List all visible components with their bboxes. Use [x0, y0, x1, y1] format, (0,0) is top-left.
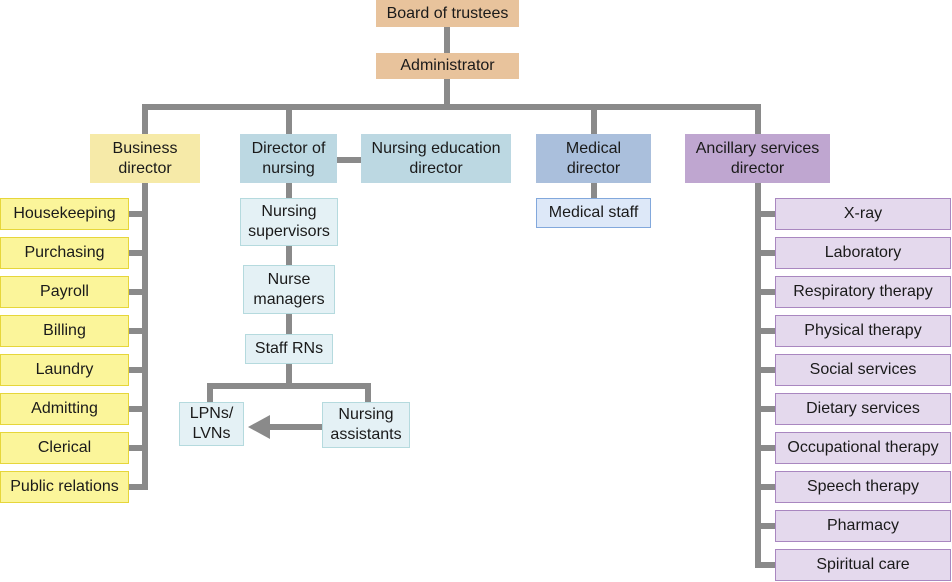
node-billing: Billing — [0, 315, 129, 347]
board-of-trustees: Board of trustees — [376, 0, 519, 27]
administrator: Administrator — [376, 53, 519, 79]
ancillary-services-director: Ancillary services director — [685, 134, 830, 183]
nursing-assistants: Nursing assistants — [322, 402, 410, 448]
node-clerical: Clerical — [0, 432, 129, 464]
node-admitting: Admitting — [0, 393, 129, 425]
node-spiritual-care: Spiritual care — [775, 549, 951, 581]
node-payroll: Payroll — [0, 276, 129, 308]
node-laboratory: Laboratory — [775, 237, 951, 269]
business-director: Business director — [90, 134, 200, 183]
node-social-services: Social services — [775, 354, 951, 386]
director-of-nursing: Director of nursing — [240, 134, 337, 183]
node-respiratory-therapy: Respiratory therapy — [775, 276, 951, 308]
node-laundry: Laundry — [0, 354, 129, 386]
node-public-relations: Public relations — [0, 471, 129, 503]
arrow-head — [248, 415, 270, 439]
nursing-education-director: Nursing education director — [361, 134, 511, 183]
node-purchasing: Purchasing — [0, 237, 129, 269]
medical-staff: Medical staff — [536, 198, 651, 228]
node-speech-therapy: Speech therapy — [775, 471, 951, 503]
medical-director: Medical director — [536, 134, 651, 183]
node-housekeeping: Housekeeping — [0, 198, 129, 230]
node-pharmacy: Pharmacy — [775, 510, 951, 542]
node-occupational-therapy: Occupational therapy — [775, 432, 951, 464]
connector-rns-branches — [207, 383, 371, 402]
nursing-supervisors: Nursing supervisors — [240, 198, 338, 246]
node-physical-therapy: Physical therapy — [775, 315, 951, 347]
nurse-managers: Nurse managers — [243, 265, 335, 314]
lpns-lvns: LPNs/ LVNs — [179, 402, 244, 446]
node-dietary-services: Dietary services — [775, 393, 951, 425]
staff-rns: Staff RNs — [245, 334, 333, 364]
node-x-ray: X-ray — [775, 198, 951, 230]
